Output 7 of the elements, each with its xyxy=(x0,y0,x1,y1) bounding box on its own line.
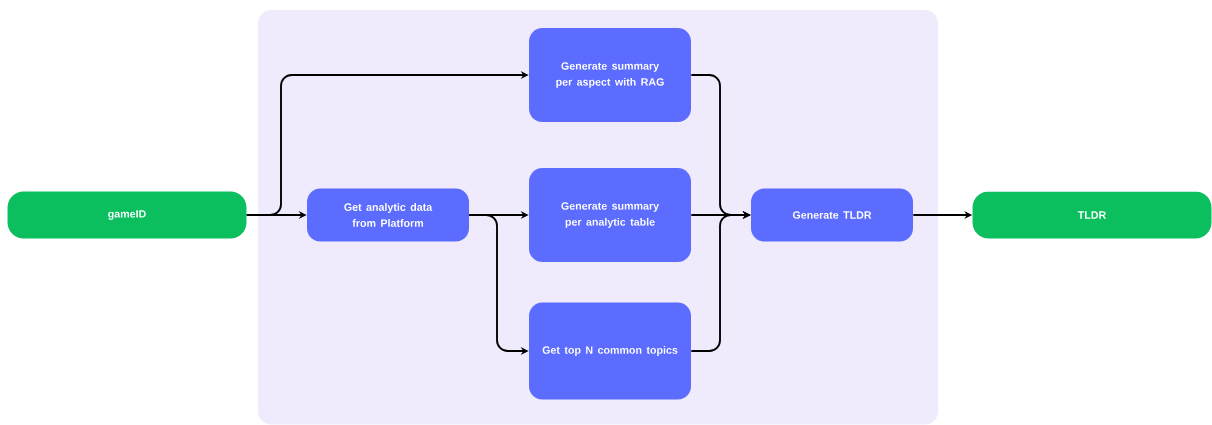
process-box: Get top N common topics xyxy=(529,302,691,400)
process-box: Generate TLDR xyxy=(751,188,913,242)
terminal-box: gameID xyxy=(7,191,247,239)
process-box: Generate summary per analytic table xyxy=(529,168,691,262)
process-box: Get analytic data from Platform xyxy=(307,188,469,242)
process-box: Generate summary per aspect with RAG xyxy=(529,28,691,122)
terminal-box: TLDR xyxy=(972,191,1212,239)
